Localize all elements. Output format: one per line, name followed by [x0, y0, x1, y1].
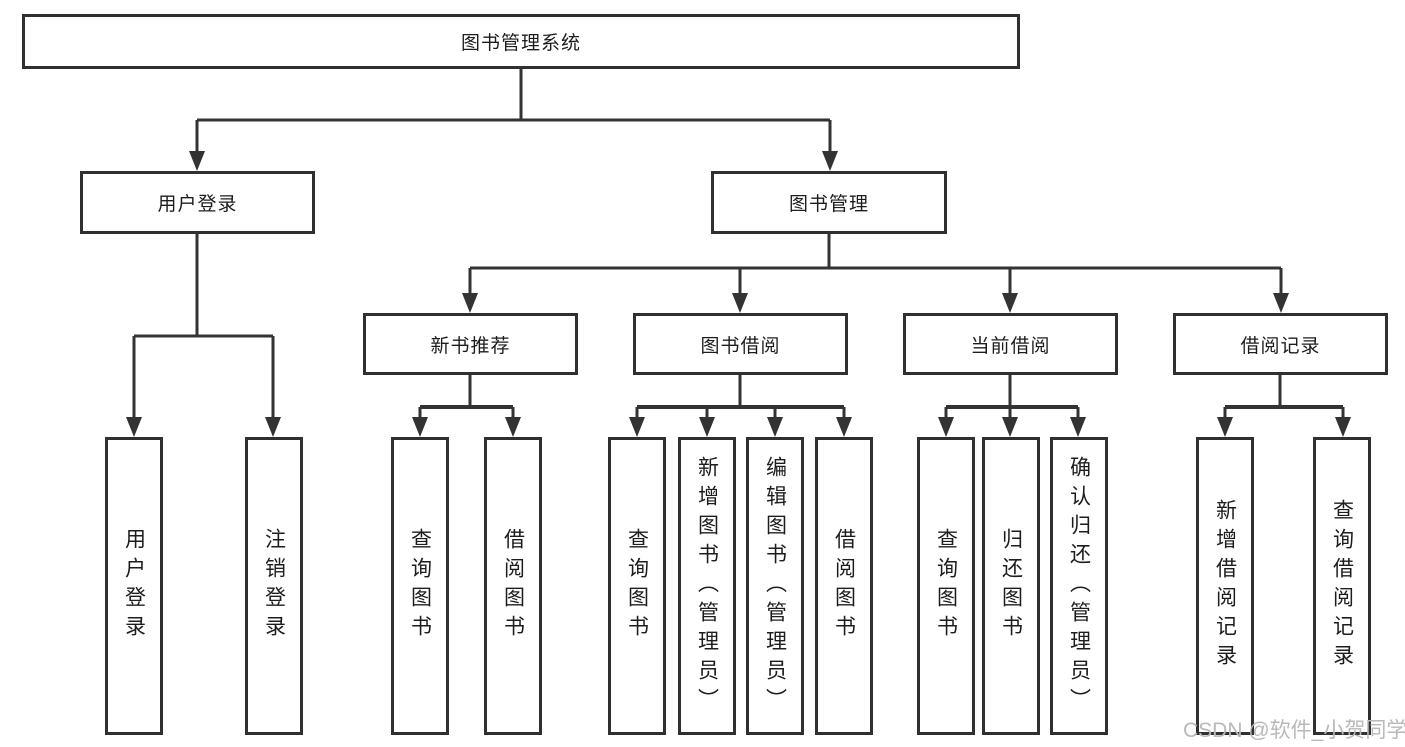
leaf-borrow-borrow-book: 借阅图书 — [815, 437, 873, 735]
connector-stems — [132, 69, 1345, 418]
arrowhead-icons — [126, 151, 1351, 437]
leaf-borrow-add-book-admin: 新增图书（管理员） — [678, 437, 736, 735]
leaf-borrow-query-book: 查询图书 — [608, 437, 666, 735]
leaf-current-query-book: 查询图书 — [917, 437, 975, 735]
node-book-borrow: 图书借阅 — [633, 313, 848, 375]
leaf-current-confirm-return-admin: 确认归还（管理员） — [1050, 437, 1108, 735]
leaf-newbook-borrow-book: 借阅图书 — [484, 437, 542, 735]
leaf-logout: 注销登录 — [245, 437, 303, 735]
node-borrow-records: 借阅记录 — [1173, 313, 1388, 375]
csdn-watermark: CSDN @软件_小贺同学 — [1183, 719, 1405, 742]
node-library-system: 图书管理系统 — [22, 14, 1020, 69]
node-new-book-recommend: 新书推荐 — [363, 313, 578, 375]
leaf-borrow-edit-book-admin: 编辑图书（管理员） — [746, 437, 804, 735]
leaf-newbook-query-book: 查询图书 — [391, 437, 449, 735]
leaf-current-return-book: 归还图书 — [982, 437, 1040, 735]
node-book-management: 图书管理 — [711, 171, 947, 234]
node-user-login: 用户登录 — [80, 171, 315, 234]
node-current-borrow: 当前借阅 — [903, 313, 1118, 375]
leaf-records-add-record: 新增借阅记录 — [1196, 437, 1254, 735]
leaf-user-login: 用户登录 — [105, 437, 163, 735]
leaf-records-query-record: 查询借阅记录 — [1313, 437, 1371, 735]
